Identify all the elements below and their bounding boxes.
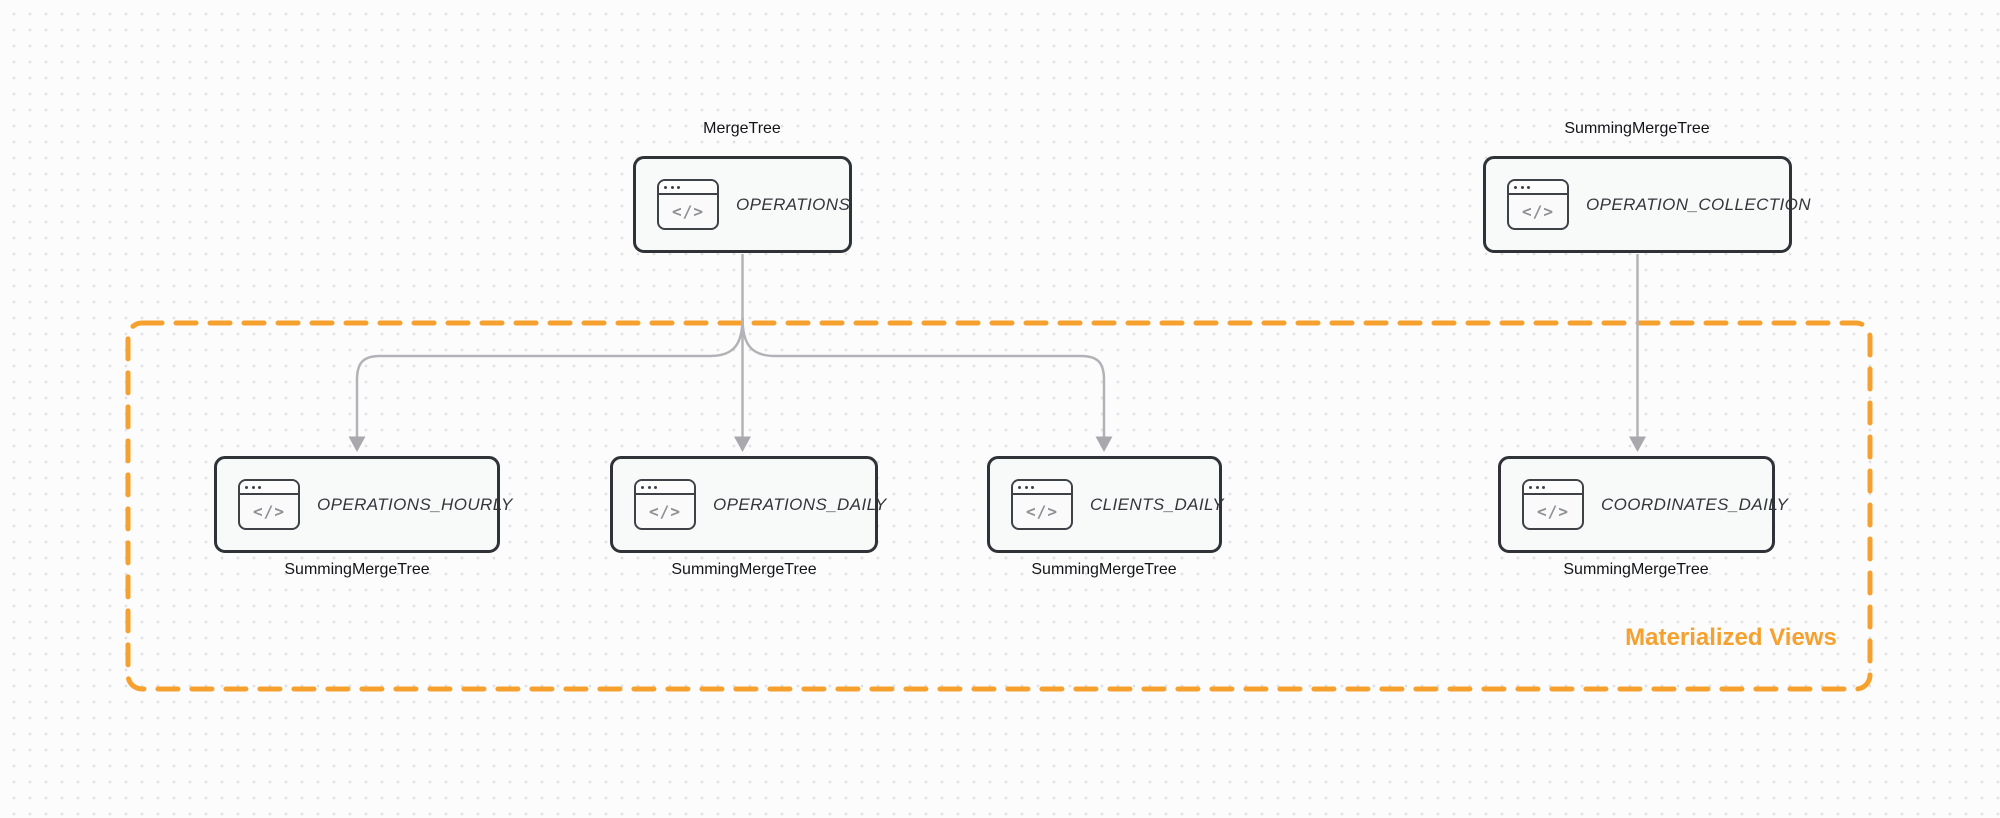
code-window-icon: </>: [238, 479, 300, 530]
code-glyph: </>: [253, 502, 285, 521]
engine-label-coordinates-daily: SummingMergeTree: [1563, 561, 1709, 578]
node-clients-daily: </> CLIENTS_DAILY: [987, 456, 1225, 553]
node-operation-collection: </> OPERATION_COLLECTION: [1483, 156, 1811, 253]
node-label: OPERATIONS: [736, 194, 851, 214]
code-window-icon: </>: [657, 179, 719, 230]
code-window-icon: </>: [1011, 479, 1073, 530]
window-dots-icon: [1013, 481, 1071, 495]
engine-label-operations-daily: SummingMergeTree: [671, 561, 817, 578]
code-glyph: </>: [649, 502, 681, 521]
window-dots-icon: [659, 181, 717, 195]
node-label: OPERATIONS_DAILY: [713, 494, 887, 514]
window-dots-icon: [240, 481, 298, 495]
arrowhead-down-icon: [348, 436, 366, 452]
arrowhead-down-icon: [1095, 436, 1113, 452]
node-label: OPERATION_COLLECTION: [1586, 194, 1811, 214]
engine-label-operation-collection: SummingMergeTree: [1564, 120, 1710, 137]
engine-label-operations-hourly: SummingMergeTree: [284, 561, 430, 578]
edge-operations-to-clients-daily: [741, 317, 1106, 437]
code-glyph: </>: [1537, 502, 1569, 521]
node-operations-daily: </> OPERATIONS_DAILY: [610, 456, 886, 553]
node-coordinates-daily: </> COORDINATES_DAILY: [1498, 456, 1788, 553]
code-window-icon: </>: [1522, 479, 1584, 530]
edge-operations-to-operations-hourly: [355, 317, 744, 437]
code-glyph: </>: [1026, 502, 1058, 521]
arrowhead-down-icon: [1629, 436, 1646, 452]
window-dots-icon: [636, 481, 694, 495]
node-label: OPERATIONS_HOURLY: [317, 494, 513, 514]
window-dots-icon: [1509, 181, 1567, 195]
node-operations: </> OPERATIONS: [633, 156, 852, 253]
node-label: CLIENTS_DAILY: [1090, 494, 1225, 514]
code-window-icon: </>: [1507, 179, 1569, 230]
window-dots-icon: [1524, 481, 1582, 495]
engine-label-operations: MergeTree: [703, 120, 781, 137]
code-glyph: </>: [672, 202, 704, 221]
materialized-views-label: Materialized Views: [1625, 624, 1837, 651]
node-label: COORDINATES_DAILY: [1601, 494, 1789, 514]
materialized-views-group-border: [125, 320, 1873, 692]
node-operations-hourly: </> OPERATIONS_HOURLY: [214, 456, 512, 553]
code-glyph: </>: [1522, 202, 1554, 221]
arrowhead-down-icon: [734, 436, 751, 452]
engine-label-clients-daily: SummingMergeTree: [1031, 561, 1177, 578]
code-window-icon: </>: [634, 479, 696, 530]
